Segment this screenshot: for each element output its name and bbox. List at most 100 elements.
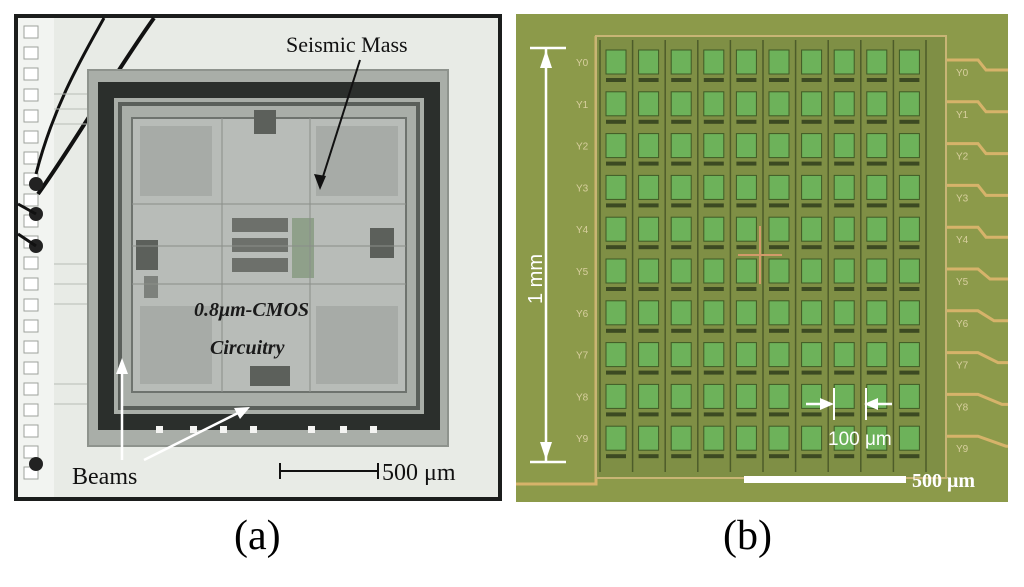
bond-pad [23,256,39,270]
cell-contact [736,454,757,459]
row-label-right: Y1 [956,110,969,121]
cell-contact [606,119,626,124]
cell-contact [703,78,724,82]
sensor-cell [898,258,920,284]
frame-pads [156,426,377,433]
arrowhead-seismic-mass [314,174,326,190]
routing-trace [946,183,1008,197]
cell-contact [899,203,920,208]
sensor-cell [670,342,692,368]
sensor-cell [605,425,627,451]
sensor-cell [833,91,855,117]
cell-contact [703,412,724,417]
row-label-left: Y9 [576,434,589,445]
cell-contact [736,370,757,375]
arrow-beam-bottom [143,408,245,462]
cell-contact [606,245,626,250]
sensor-cell [670,174,692,200]
sensor-cell [801,425,823,451]
bond-pad [23,445,39,459]
label-circuitry-line1: 0.8μm-CMOS [194,299,309,321]
sensor-cell [638,133,660,159]
vertical-arrow-top [540,50,552,68]
sensor-cell [703,425,725,451]
cmos-circuit-blocks [136,110,394,386]
routing-trace [946,351,1008,365]
row-label-left: Y7 [576,351,589,362]
sensor-cell [703,383,725,409]
cell-contact [736,287,757,291]
cell-contact [606,454,626,459]
sensor-cell [833,49,855,75]
sensor-cell [735,174,757,200]
sensor-cell [768,133,790,159]
sensor-cell [703,300,725,326]
cell-contact [769,328,789,333]
arrowhead-beam-bottom [234,407,250,419]
cell-contact [703,161,724,166]
cell-contact [769,119,789,124]
cell-contact [671,161,692,166]
cell-contact [638,454,659,459]
cell-contact [606,78,626,82]
cell-contact [769,287,789,291]
pitch-label: 100 μm [828,429,892,450]
sensor-cell [703,174,725,200]
cell-contact [801,119,822,124]
routing-trace [946,392,1008,406]
sensor-cell [605,91,627,117]
sensor-cell [638,342,660,368]
row-label-left: Y0 [576,58,589,69]
cell-contact [606,161,626,166]
cell-contact [769,78,789,82]
sensor-cell [735,91,757,117]
sensor-cell [768,49,790,75]
cell-contact [834,287,855,291]
cell-contact [899,454,920,459]
cell-contact [638,412,659,417]
sensor-cell [638,300,660,326]
cell-contact [834,412,855,417]
sensor-cell [638,91,660,117]
pitch-arrowhead-left [820,398,834,410]
sensor-cell [801,216,823,242]
cell-contact [801,412,822,417]
pitch-arrowhead-right [864,398,878,410]
vertical-arrow-bottom [540,442,552,460]
cell-contact [801,454,822,459]
sensor-cell [703,258,725,284]
caption-b: (b) [723,513,772,559]
row-label-right: Y7 [956,361,969,372]
mass-region [140,306,212,384]
sensor-cell [735,258,757,284]
sensor-cell [768,342,790,368]
bond-wire [34,17,106,175]
cell-contact [899,328,920,333]
bond-pad [23,277,39,291]
sensor-cell [605,49,627,75]
sensor-cell [735,383,757,409]
cell-contact [801,370,822,375]
cell-contact [703,370,724,375]
cell-contact [769,370,789,375]
cell-contact [866,161,887,166]
bond-pad [23,109,39,123]
bond-pad [23,319,39,333]
row-label-right: Y3 [956,193,969,204]
row-label-right: Y6 [956,319,969,330]
sensor-cell [768,174,790,200]
bond-pad [23,298,39,312]
sensor-cell [833,342,855,368]
sensor-cell [833,300,855,326]
sensor-cell [735,342,757,368]
cell-contact [736,161,757,166]
sensor-cell [768,91,790,117]
sensor-cell [801,174,823,200]
cell-contact [638,328,659,333]
cell-contact [866,328,887,333]
cell-contact [899,119,920,124]
bond-pad [23,46,39,60]
sensor-cell [670,425,692,451]
cell-contact [834,203,855,208]
sensor-cell [735,300,757,326]
